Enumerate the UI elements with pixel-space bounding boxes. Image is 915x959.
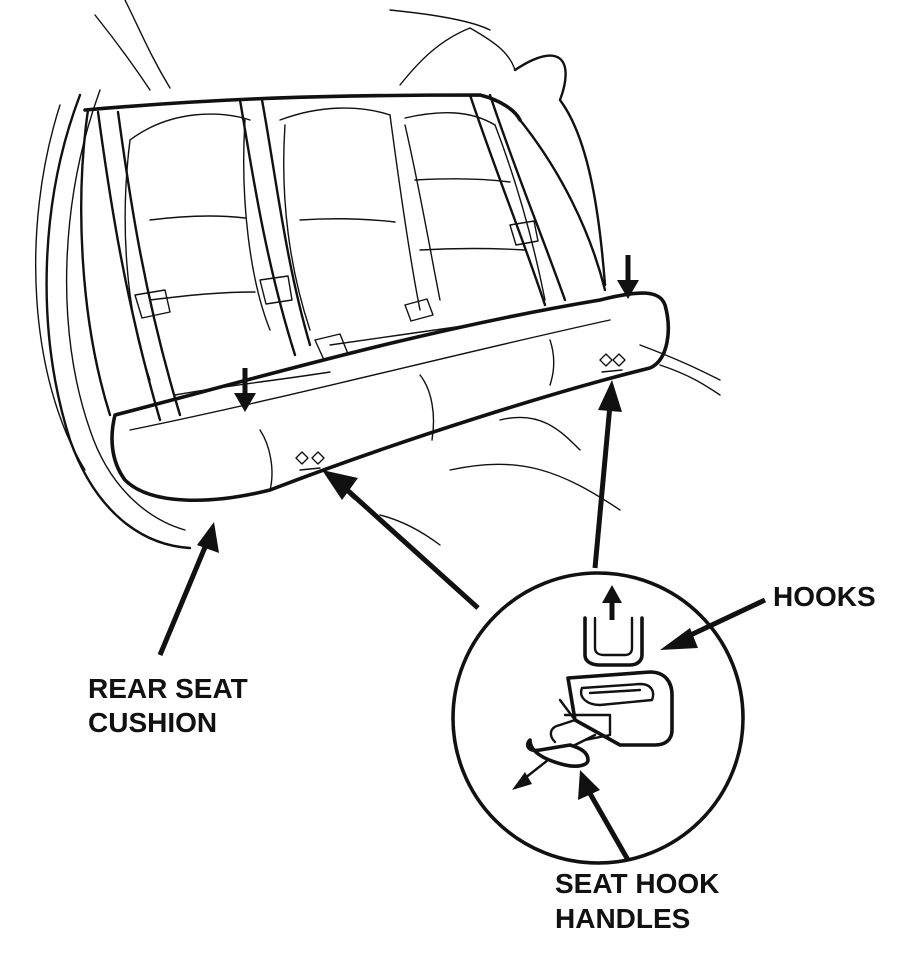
rear-seat-cushion [110,291,671,503]
callout-arrows [157,380,622,656]
label-seat-hook-handles-line1: SEAT HOOK [555,868,719,899]
label-rear-seat-cushion-line1: REAR SEAT [88,673,248,704]
press-arrows [234,255,639,412]
hook-markers [295,353,626,471]
seat-back [80,93,607,417]
label-seat-hook-handles-line2: HANDLES [555,903,690,934]
seat-belts [96,93,567,422]
detail-circle [451,571,767,865]
car-interior-outline [34,0,721,550]
label-rear-seat-cushion-line2: CUSHION [88,707,217,738]
label-hooks: HOOKS [773,581,876,612]
